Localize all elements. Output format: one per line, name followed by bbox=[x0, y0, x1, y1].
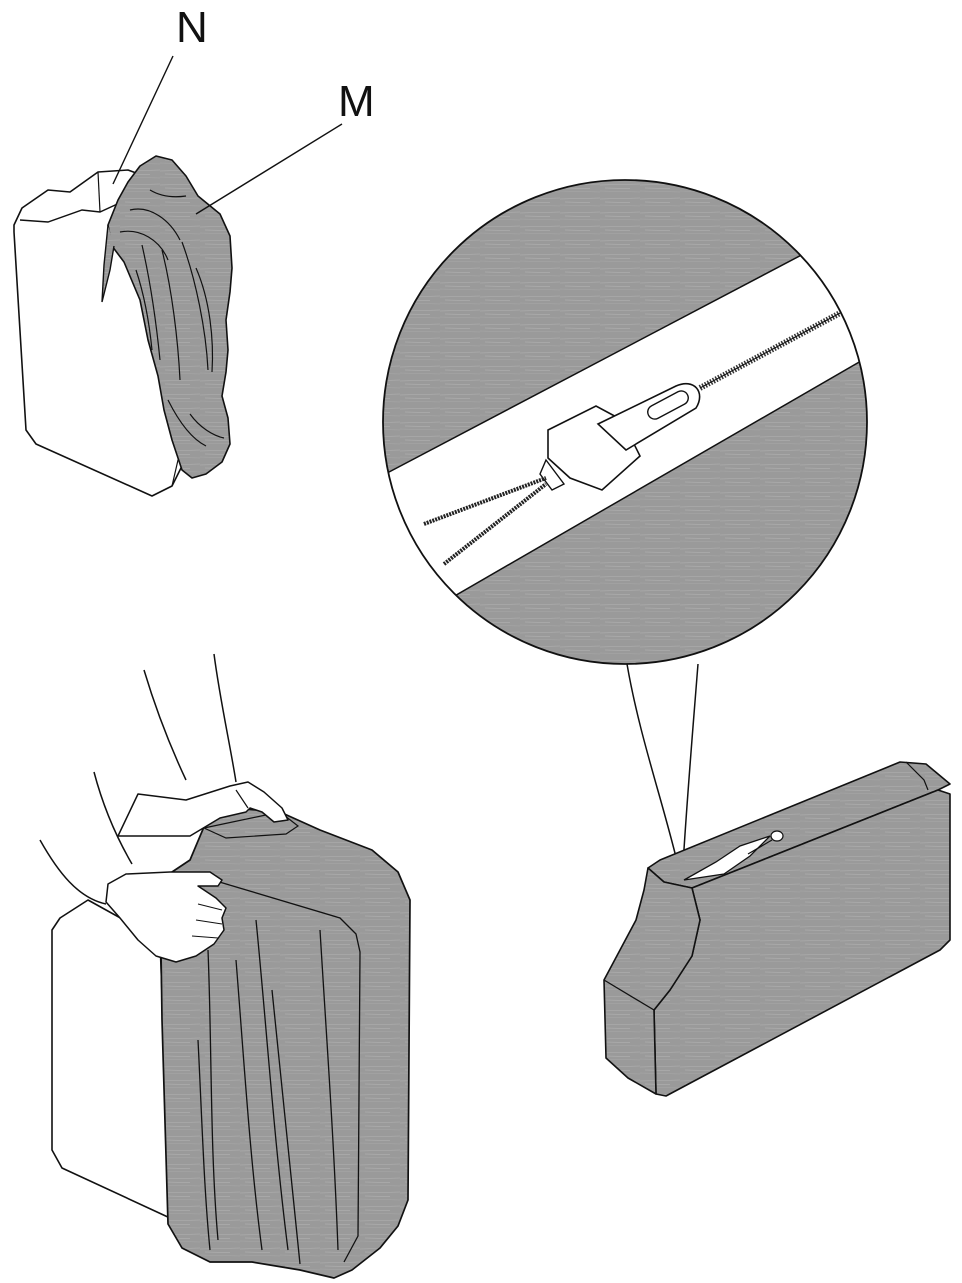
zipper-detail-magnifier bbox=[370, 178, 880, 882]
label-m: M bbox=[338, 80, 375, 124]
label-m-leader bbox=[196, 124, 342, 214]
step1-foam-block-with-cover bbox=[14, 156, 232, 496]
step2-hands-pulling-cover bbox=[40, 654, 410, 1278]
label-n: N bbox=[176, 6, 208, 50]
cushion-zipper-pull bbox=[771, 831, 783, 841]
step3-finished-cushion bbox=[604, 762, 950, 1096]
